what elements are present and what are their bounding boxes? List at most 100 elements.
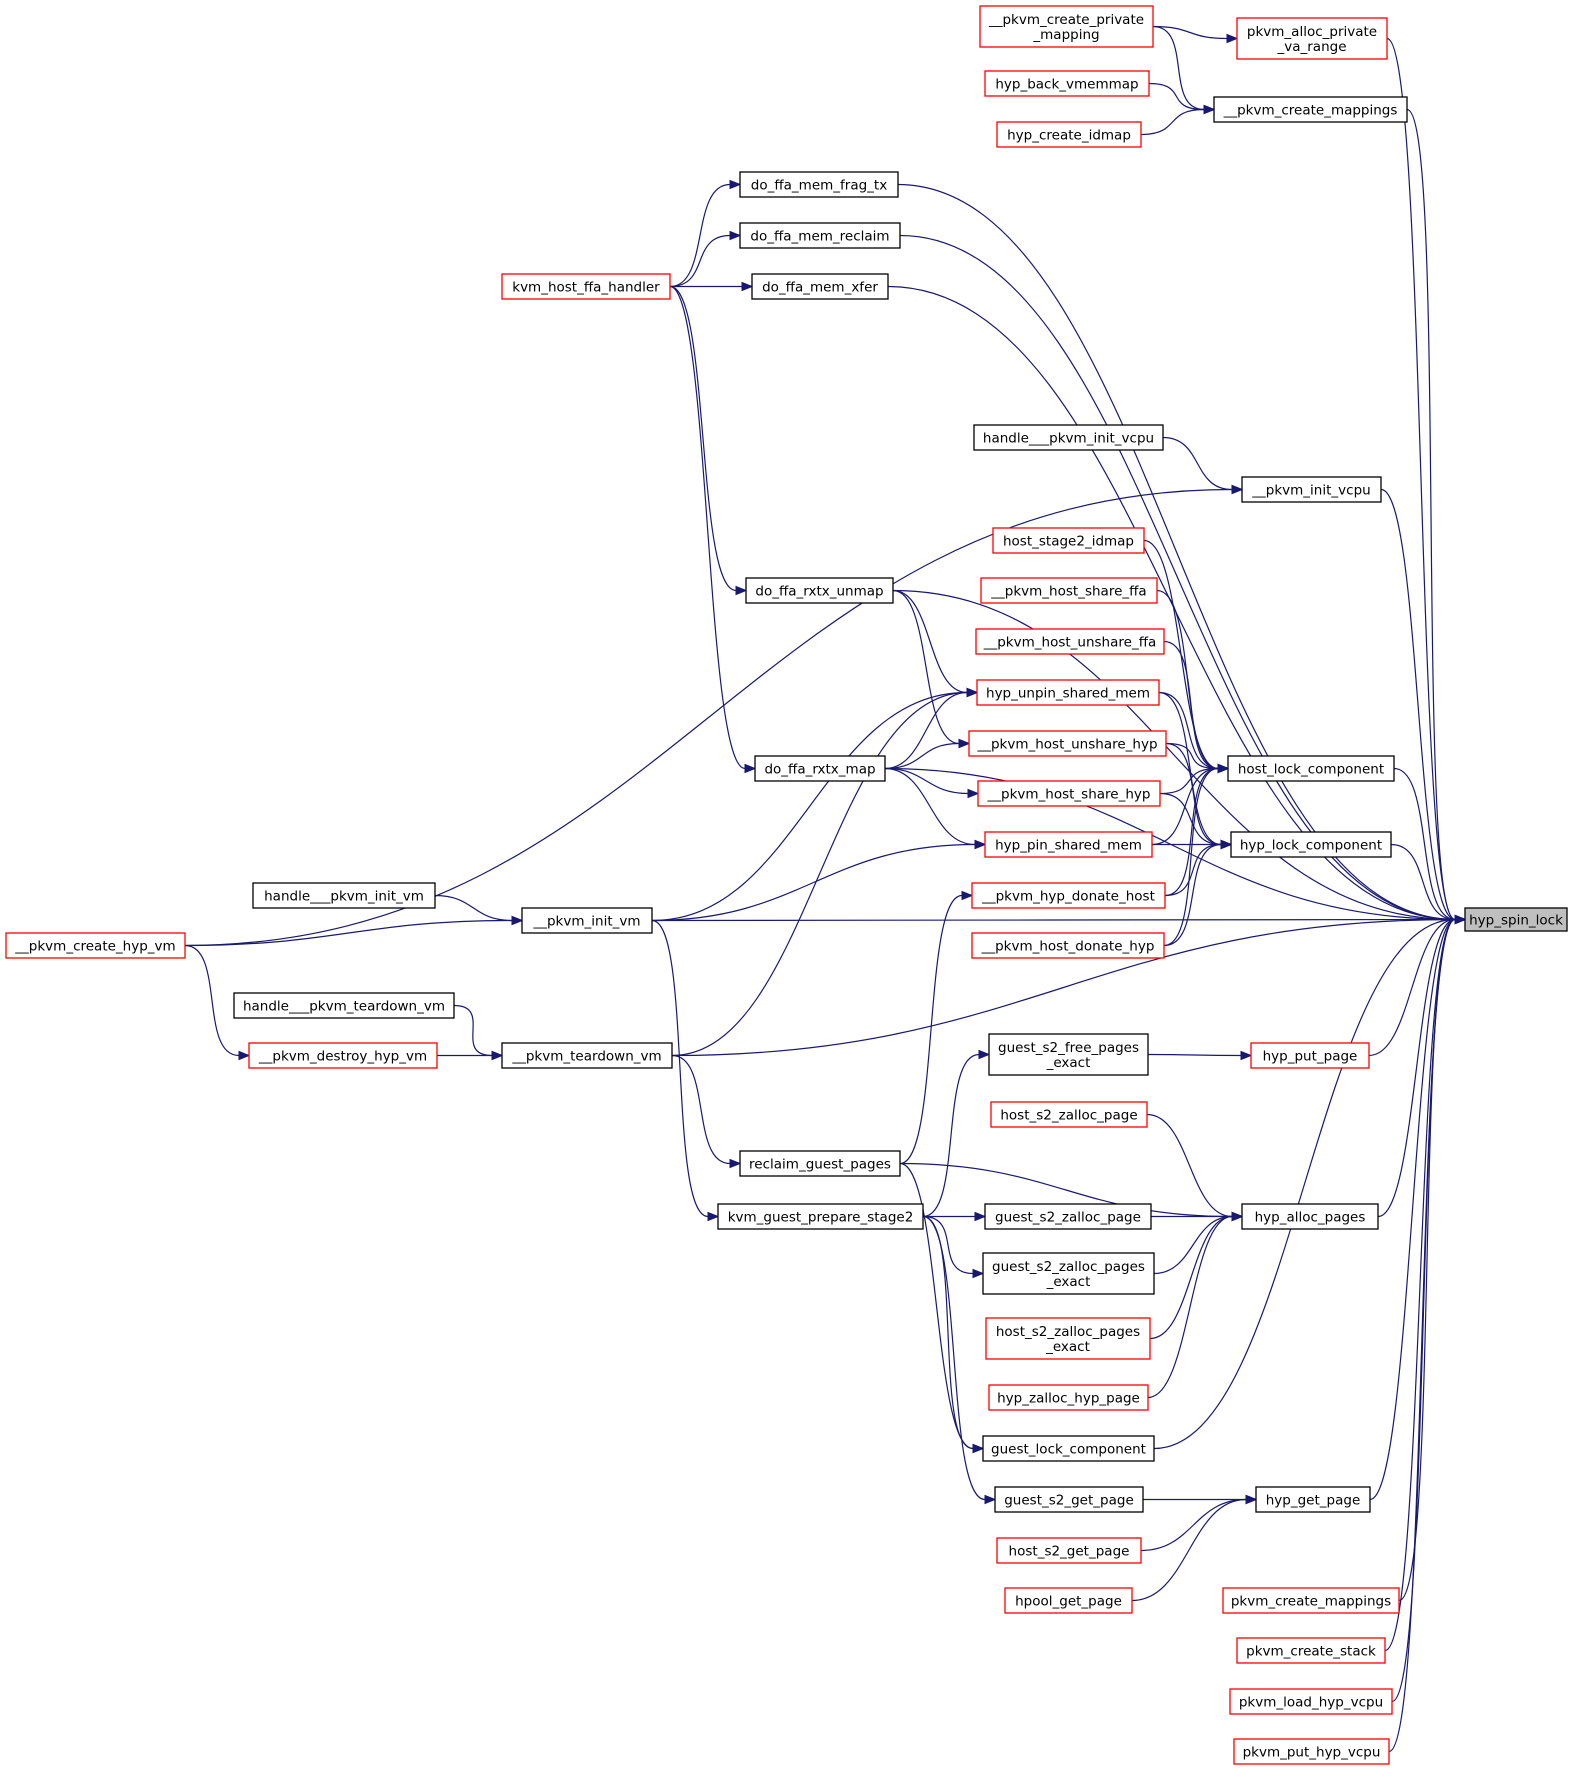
node-hyp_unpin_shared_mem[interactable]: hyp_unpin_shared_mem: [976, 679, 1160, 706]
node-guest_lock_component[interactable]: guest_lock_component: [982, 1435, 1155, 1462]
node-box: [984, 1203, 1152, 1230]
node-host_lock_component[interactable]: host_lock_component: [1227, 755, 1395, 782]
node-pkvm_create_stack[interactable]: pkvm_create_stack: [1236, 1637, 1386, 1664]
node-box: [984, 70, 1150, 97]
edge-__pkvm_init_vm-to-hyp_pin_shared_mem: [651, 839, 987, 922]
node-guest_s2_zalloc_page[interactable]: guest_s2_zalloc_page: [984, 1203, 1152, 1230]
edge-line: [1391, 918, 1456, 1703]
edge-host_s2_zalloc_page-to-hyp_alloc_pages: [1146, 1113, 1244, 1222]
node-box: [252, 882, 436, 909]
edge-do_ffa_rxtx_map-to-__pkvm_host_unshare_hyp: [884, 738, 971, 770]
node-handle___pkvm_teardown_vm[interactable]: handle___pkvm_teardown_vm: [233, 992, 455, 1019]
node-pkvm_alloc_private_va_range[interactable]: pkvm_alloc_private_va_range: [1236, 17, 1388, 60]
node-host_s2_zalloc_pages_exact[interactable]: host_s2_zalloc_pages_exact: [985, 1317, 1151, 1360]
node-pkvm_create_mappings[interactable]: pkvm_create_mappings: [1222, 1587, 1400, 1614]
node-handle___pkvm_init_vcpu[interactable]: handle___pkvm_init_vcpu: [973, 424, 1164, 451]
edge-handle___pkvm_init_vcpu-to-__pkvm_init_vcpu: [1162, 436, 1244, 495]
node-label: __pkvm_host_share_hyp: [987, 787, 1151, 803]
node-label: handle___pkvm_teardown_vm: [243, 999, 445, 1015]
node-host_s2_get_page[interactable]: host_s2_get_page: [996, 1537, 1142, 1564]
node-hyp_lock_component[interactable]: hyp_lock_component: [1230, 831, 1392, 858]
node-__pkvm_host_unshare_ffa[interactable]: __pkvm_host_unshare_ffa: [975, 628, 1165, 655]
edge-hyp_put_page-to-hyp_spin_lock: [1368, 914, 1467, 1057]
node-label: _exact: [1046, 1055, 1091, 1071]
edge-line: [1406, 108, 1456, 921]
node-__pkvm_init_vm[interactable]: __pkvm_init_vm: [521, 907, 653, 934]
node-box: [754, 755, 886, 782]
node-box: [751, 273, 889, 300]
node-hyp_get_page[interactable]: hyp_get_page: [1255, 1486, 1371, 1513]
node-do_ffa_mem_reclaim[interactable]: do_ffa_mem_reclaim: [739, 222, 901, 249]
node-__pkvm_hyp_donate_host[interactable]: __pkvm_hyp_donate_host: [971, 882, 1166, 909]
node-__pkvm_teardown_vm[interactable]: __pkvm_teardown_vm: [501, 1042, 673, 1069]
edge-kvm_host_ffa_handler-to-do_ffa_mem_reclaim: [669, 230, 742, 288]
node-box: [1255, 1486, 1371, 1513]
edge-line: [1165, 742, 1219, 770]
node-label: guest_lock_component: [991, 1442, 1146, 1458]
edge-line: [892, 589, 1456, 921]
node-hyp_back_vmemmap[interactable]: hyp_back_vmemmap: [984, 70, 1150, 97]
node-label: __pkvm_host_donate_hyp: [981, 939, 1155, 955]
node-label: guest_s2_zalloc_pages: [992, 1259, 1145, 1275]
edge-line: [1152, 25, 1205, 111]
edge-__pkvm_init_vm-to-kvm_guest_prepare_stage2: [651, 919, 720, 1222]
node-hyp_create_idmap[interactable]: hyp_create_idmap: [996, 121, 1142, 148]
arrowhead: [1217, 763, 1230, 774]
node-reclaim_guest_pages[interactable]: reclaim_guest_pages: [739, 1150, 901, 1177]
edge-line: [1380, 488, 1456, 921]
edge-__pkvm_create_private_mapping-to-pkvm_alloc_private_va_range: [1152, 25, 1239, 44]
node-guest_s2_zalloc_pages_exact[interactable]: guest_s2_zalloc_pages_exact: [982, 1252, 1155, 1295]
node-do_ffa_rxtx_map[interactable]: do_ffa_rxtx_map: [754, 755, 886, 782]
node-hyp_put_page[interactable]: hyp_put_page: [1250, 1042, 1370, 1069]
node-__pkvm_host_unshare_hyp[interactable]: __pkvm_host_unshare_hyp: [968, 730, 1167, 757]
edge-hyp_zalloc_hyp_page-to-hyp_alloc_pages: [1147, 1211, 1244, 1399]
node-kvm_guest_prepare_stage2[interactable]: kvm_guest_prepare_stage2: [717, 1203, 924, 1230]
node-box: [739, 171, 899, 198]
node-hyp_zalloc_hyp_page[interactable]: hyp_zalloc_hyp_page: [988, 1384, 1149, 1411]
node-label: kvm_host_ffa_handler: [512, 280, 660, 296]
node-pkvm_load_hyp_vcpu[interactable]: pkvm_load_hyp_vcpu: [1229, 1688, 1393, 1715]
node-guest_s2_free_pages_exact[interactable]: guest_s2_free_pages_exact: [988, 1033, 1149, 1076]
node-hpool_get_page[interactable]: hpool_get_page: [1004, 1587, 1133, 1614]
node-__pkvm_host_donate_hyp[interactable]: __pkvm_host_donate_hyp: [971, 932, 1165, 959]
node-box: [745, 577, 894, 604]
node-__pkvm_create_mappings[interactable]: __pkvm_create_mappings: [1213, 96, 1408, 123]
node-guest_s2_get_page[interactable]: guest_s2_get_page: [994, 1486, 1144, 1513]
arrowhead: [729, 1158, 742, 1169]
node-handle___pkvm_init_vm[interactable]: handle___pkvm_init_vm: [252, 882, 436, 909]
node-__pkvm_destroy_hyp_vm[interactable]: __pkvm_destroy_hyp_vm: [248, 1042, 438, 1069]
node-box: [233, 992, 455, 1019]
node-label: _va_range: [1276, 39, 1346, 55]
node-__pkvm_host_share_ffa[interactable]: __pkvm_host_share_ffa: [980, 577, 1158, 604]
edge-line: [1148, 82, 1205, 111]
node-__pkvm_init_vcpu[interactable]: __pkvm_init_vcpu: [1241, 476, 1382, 503]
node-kvm_host_ffa_handler[interactable]: kvm_host_ffa_handler: [501, 273, 671, 300]
node-__pkvm_host_share_hyp[interactable]: __pkvm_host_share_hyp: [977, 780, 1161, 807]
node-do_ffa_mem_frag_tx[interactable]: do_ffa_mem_frag_tx: [739, 171, 899, 198]
edge-line: [1152, 25, 1228, 40]
edge-line: [1147, 1053, 1242, 1057]
node-pkvm_put_hyp_vcpu[interactable]: pkvm_put_hyp_vcpu: [1233, 1738, 1390, 1765]
node-label: __pkvm_create_hyp_vm: [14, 939, 175, 955]
edge-line: [1163, 640, 1219, 770]
node-__pkvm_create_hyp_vm[interactable]: __pkvm_create_hyp_vm: [5, 932, 186, 959]
node-box: [980, 577, 1158, 604]
node-host_s2_zalloc_page[interactable]: host_s2_zalloc_page: [990, 1101, 1148, 1128]
node-box: [1222, 1587, 1400, 1614]
edge-line: [669, 285, 746, 770]
edges-layer: [184, 25, 1467, 1753]
node-hyp_spin_lock[interactable]: hyp_spin_lock: [1464, 907, 1568, 932]
node-hyp_alloc_pages[interactable]: hyp_alloc_pages: [1241, 1203, 1379, 1230]
node-do_ffa_mem_xfer[interactable]: do_ffa_mem_xfer: [751, 273, 889, 300]
edge-line: [1153, 1215, 1233, 1275]
node-label: pkvm_put_hyp_vcpu: [1243, 1745, 1381, 1761]
edge-line: [1398, 918, 1456, 1602]
node-hyp_pin_shared_mem[interactable]: hyp_pin_shared_mem: [984, 831, 1153, 858]
edge-__pkvm_destroy_hyp_vm-to-__pkvm_teardown_vm: [437, 1050, 504, 1061]
edge-line: [897, 183, 1456, 921]
node-do_ffa_rxtx_unmap[interactable]: do_ffa_rxtx_unmap: [745, 577, 894, 604]
arrowhead: [735, 585, 748, 596]
node-host_stage2_idmap[interactable]: host_stage2_idmap: [992, 527, 1145, 554]
node-__pkvm_create_private_mapping[interactable]: __pkvm_create_private_mapping: [979, 5, 1154, 48]
